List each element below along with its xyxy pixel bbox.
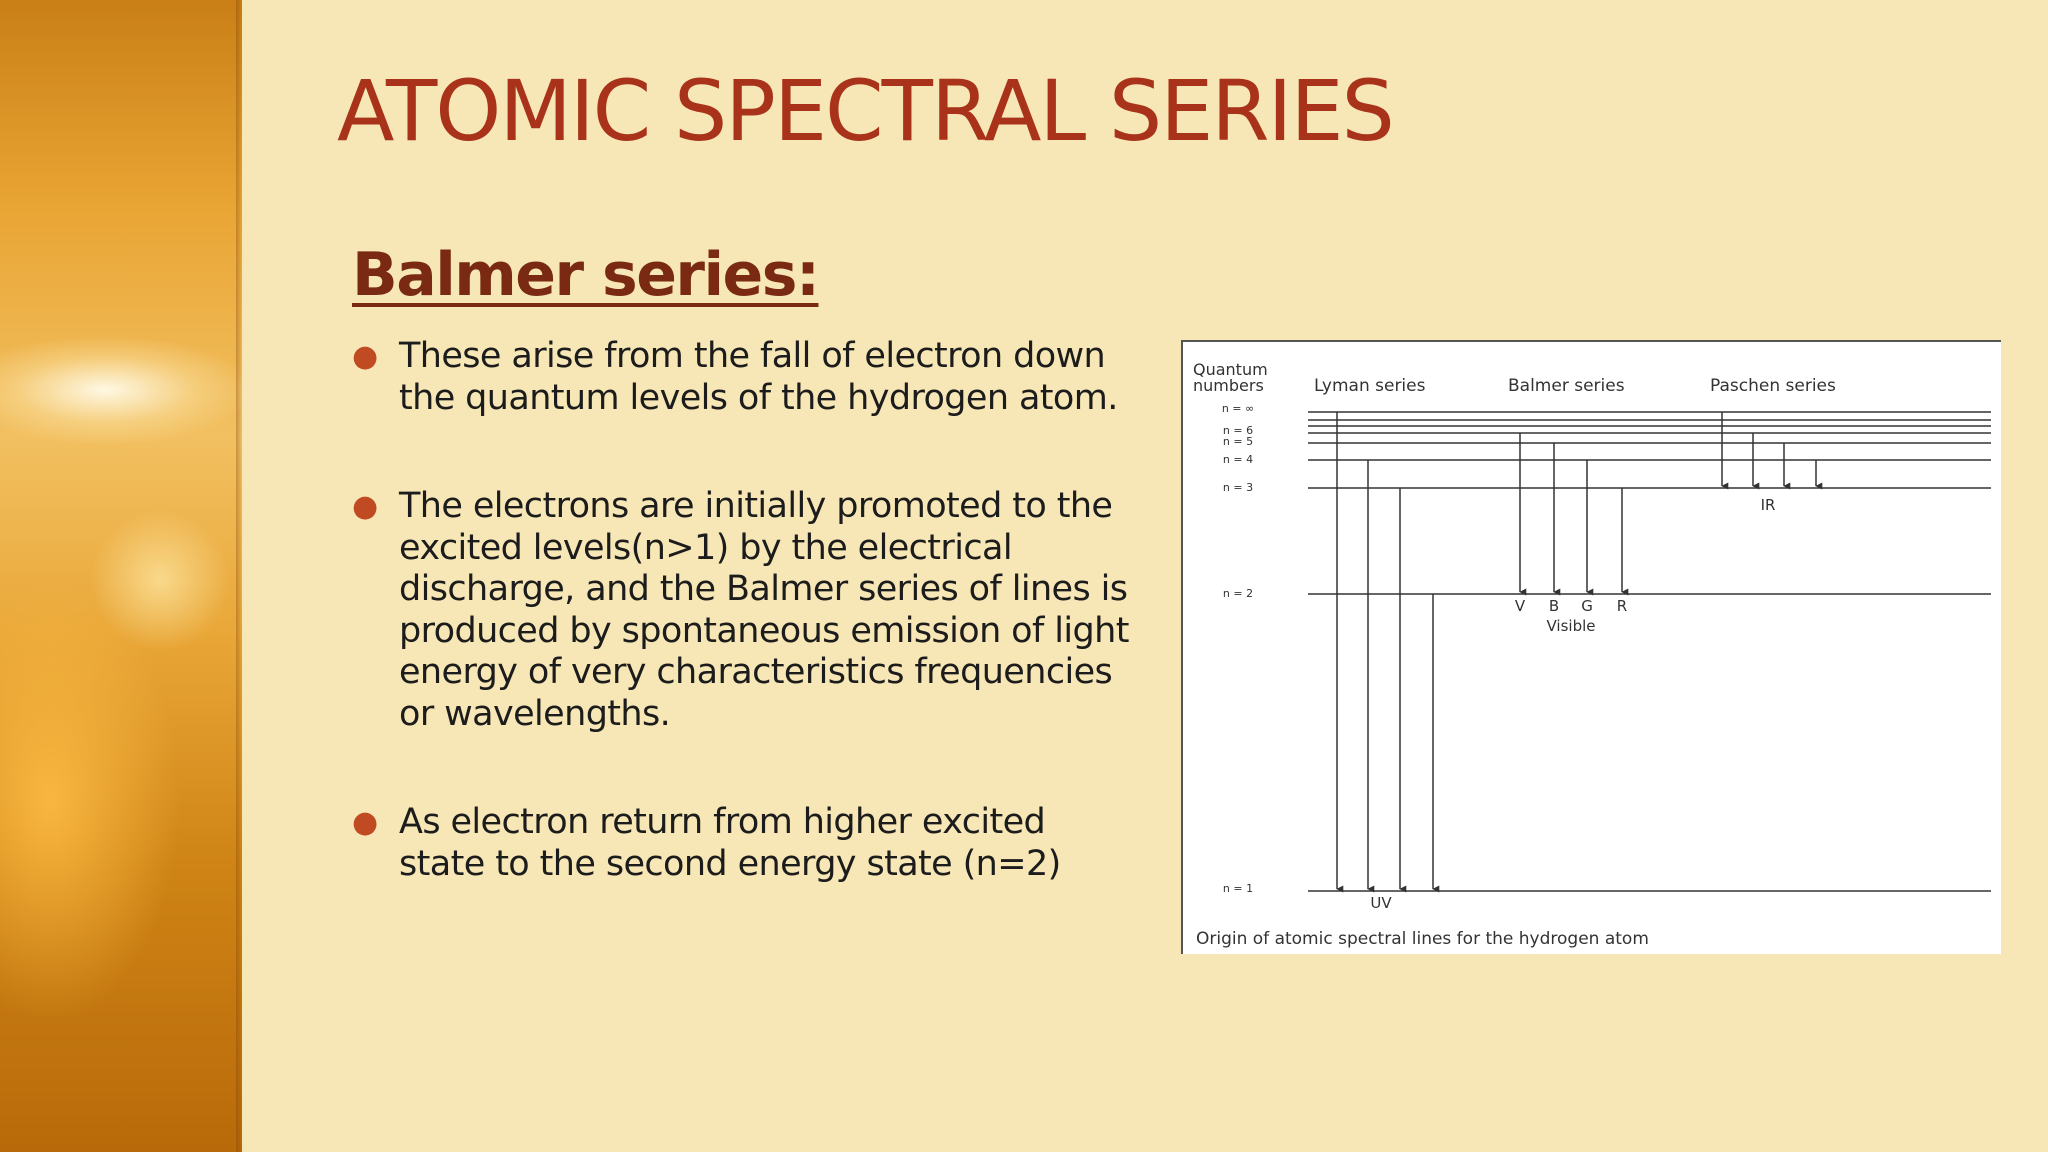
visible-region-label: Visible xyxy=(1547,617,1596,635)
bullet-list: ● These arise from the fall of electron d… xyxy=(350,336,1130,952)
bullet-text: As electron return from higher excited s… xyxy=(399,802,1061,884)
bullet-item: ● The electrons are initially promoted to… xyxy=(350,486,1130,735)
bullet-item: ● These arise from the fall of electron d… xyxy=(350,336,1130,419)
level-label-n-1: n = 1 xyxy=(1223,882,1253,895)
diagram-caption: Origin of atomic spectral lines for the … xyxy=(1196,929,1649,949)
ir-region-label: IR xyxy=(1761,496,1776,514)
balmer-label-r: R xyxy=(1617,597,1627,615)
slide-title: ATOMIC SPECTRAL SERIES xyxy=(337,62,1395,160)
level-label-n-4: n = 4 xyxy=(1223,453,1253,466)
bullet-text: The electrons are initially promoted to … xyxy=(399,486,1129,734)
bullet-dot-icon: ● xyxy=(352,805,378,840)
uv-region-label: UV xyxy=(1370,894,1392,912)
axis-label-quantum: Quantum xyxy=(1193,360,1268,379)
level-label-n-infinity: n = ∞ xyxy=(1222,402,1254,415)
energy-level-diagram: Quantum numbers Lyman series Balmer seri… xyxy=(1181,340,2001,954)
balmer-series-header: Balmer series xyxy=(1508,376,1625,396)
decorative-light-bulb-panel xyxy=(0,0,242,1152)
level-label-n-6: n = 6 xyxy=(1223,424,1253,437)
bullet-dot-icon: ● xyxy=(352,339,378,374)
axis-label-numbers: numbers xyxy=(1193,376,1264,395)
balmer-label-v: V xyxy=(1515,597,1526,615)
level-label-n-3: n = 3 xyxy=(1223,481,1253,494)
lyman-series-header: Lyman series xyxy=(1314,376,1426,396)
section-heading: Balmer series: xyxy=(352,240,820,310)
balmer-label-g: G xyxy=(1581,597,1593,615)
level-label-n-5: n = 5 xyxy=(1223,435,1253,448)
level-label-n-2: n = 2 xyxy=(1223,587,1253,600)
bullet-text: These arise from the fall of electron do… xyxy=(399,336,1118,418)
bullet-dot-icon: ● xyxy=(352,489,378,524)
energy-level-svg: Quantum numbers Lyman series Balmer seri… xyxy=(1193,360,1991,949)
paschen-series-header: Paschen series xyxy=(1710,376,1836,396)
balmer-label-b: B xyxy=(1549,597,1559,615)
bullet-item: ● As electron return from higher excited … xyxy=(350,802,1130,885)
